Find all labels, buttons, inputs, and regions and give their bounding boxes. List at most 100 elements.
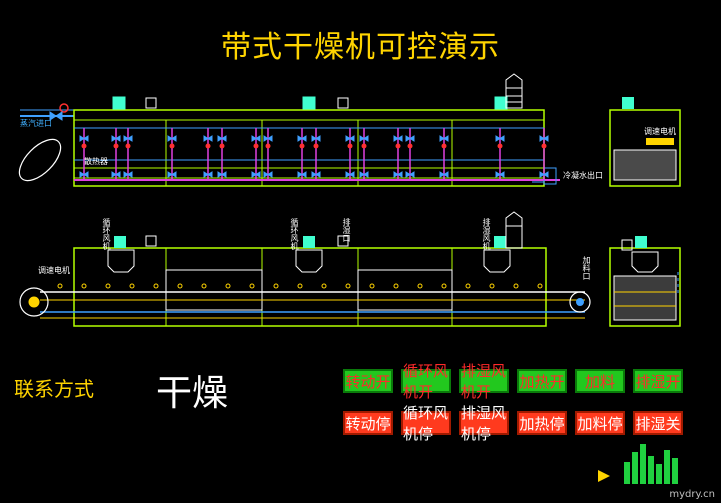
valve-icon	[263, 171, 273, 178]
dehumidify-fan-start-button[interactable]: 排湿风机开	[459, 362, 509, 401]
condensate-outlet-label: 冷凝水出口	[563, 171, 603, 180]
pressure-gauge-icon	[59, 103, 69, 113]
belt-roller	[105, 283, 111, 289]
belt-roller	[201, 283, 207, 289]
valve-icon	[123, 171, 133, 178]
gauge-icon	[313, 143, 319, 149]
belt-roller	[81, 283, 87, 289]
top-valves	[79, 128, 549, 180]
bottom-belt-rollers	[57, 283, 543, 289]
gauge-icon	[125, 143, 131, 149]
bottom-speed-motor-label: 调速电机	[38, 266, 70, 275]
steam-valve-icon	[49, 111, 63, 121]
valve-icon	[539, 171, 549, 178]
top-dryer-section	[18, 73, 681, 187]
gauge-icon	[395, 143, 401, 149]
heat-exchanger-label: 散热器	[84, 157, 108, 166]
top-speed-motor-label: 调速电机	[644, 127, 676, 136]
valve-icon	[495, 135, 505, 142]
belt-roller	[273, 283, 279, 289]
valve-icon	[405, 171, 415, 178]
valve-icon	[359, 171, 369, 178]
gauge-icon	[541, 143, 547, 149]
valve-icon	[495, 171, 505, 178]
gauge-icon	[219, 143, 225, 149]
drive-roller-icon	[19, 287, 49, 317]
circulating-fan-1-label: 循环风机	[102, 218, 111, 250]
valve-icon	[79, 135, 89, 142]
belt-roller	[249, 283, 255, 289]
valve-icon	[539, 135, 549, 142]
signal-bars-icon	[624, 444, 678, 484]
valve-icon	[79, 171, 89, 178]
tail-roller-icon	[569, 291, 591, 313]
circulating-fan-stop-button[interactable]: 循环风机停	[401, 404, 451, 443]
circulating-fan-icon	[107, 249, 135, 273]
valve-icon	[217, 135, 227, 142]
valve-icon	[311, 135, 321, 142]
dehumidify-stop-button[interactable]: 排湿关	[633, 411, 683, 435]
valve-icon	[393, 135, 403, 142]
belt-roller	[513, 283, 519, 289]
valve-icon	[203, 135, 213, 142]
valve-icon	[111, 135, 121, 142]
valve-icon	[167, 171, 177, 178]
feed-start-button[interactable]: 加料	[575, 369, 625, 393]
belt-roller	[321, 283, 327, 289]
valve-icon	[251, 171, 261, 178]
belt-roller	[225, 283, 231, 289]
gauge-icon	[265, 143, 271, 149]
dehumidify-port-label: 排湿口	[342, 218, 351, 242]
belt-roller	[369, 283, 375, 289]
circulating-fan-2-label: 循环风机	[290, 218, 299, 250]
rotate-start-button[interactable]: 转动开	[343, 369, 393, 393]
valve-icon	[123, 135, 133, 142]
belt-roller	[393, 283, 399, 289]
belt-roller	[441, 283, 447, 289]
belt-roller	[153, 283, 159, 289]
bottom-dryer-section	[19, 211, 681, 327]
belt-roller	[297, 283, 303, 289]
dehumidify-start-button[interactable]: 排湿开	[633, 369, 683, 393]
watermark: mydry.cn	[669, 489, 715, 500]
gauge-icon	[205, 143, 211, 149]
page-title: 带式干燥机可控演示	[221, 30, 500, 65]
heating-stop-button[interactable]: 加热停	[517, 411, 567, 435]
valve-icon	[263, 135, 273, 142]
dehumidify-fan-stop-button[interactable]: 排湿风机停	[459, 404, 509, 443]
gauge-icon	[81, 143, 87, 149]
play-indicator-icon	[598, 470, 610, 482]
feed-stop-button[interactable]: 加料停	[575, 411, 625, 435]
belt-roller	[177, 283, 183, 289]
gauge-icon	[299, 143, 305, 149]
valve-icon	[217, 171, 227, 178]
valve-icon	[297, 171, 307, 178]
circulating-fan-start-button[interactable]: 循环风机开	[401, 362, 451, 401]
valve-icon	[439, 135, 449, 142]
gauge-icon	[113, 143, 119, 149]
valve-icon	[167, 135, 177, 142]
valve-icon	[439, 171, 449, 178]
contact-label: 联系方式	[14, 377, 94, 401]
belt-roller	[537, 283, 543, 289]
valve-icon	[297, 135, 307, 142]
belt-roller	[345, 283, 351, 289]
belt-roller	[129, 283, 135, 289]
heat-exchanger-icon	[18, 138, 62, 182]
valve-icon	[345, 135, 355, 142]
heating-start-button[interactable]: 加热开	[517, 369, 567, 393]
steam-inlet-label: 蒸汽进口	[20, 119, 52, 128]
belt-roller	[57, 283, 63, 289]
valve-icon	[359, 135, 369, 142]
valve-icon	[405, 135, 415, 142]
rotate-stop-button[interactable]: 转动停	[343, 411, 393, 435]
feed-port-label: 加料口	[582, 256, 591, 280]
belt-roller	[489, 283, 495, 289]
contact-value: 干燥	[156, 373, 229, 414]
gauge-icon	[253, 143, 259, 149]
gauge-icon	[347, 143, 353, 149]
valve-icon	[311, 171, 321, 178]
valve-icon	[393, 171, 403, 178]
